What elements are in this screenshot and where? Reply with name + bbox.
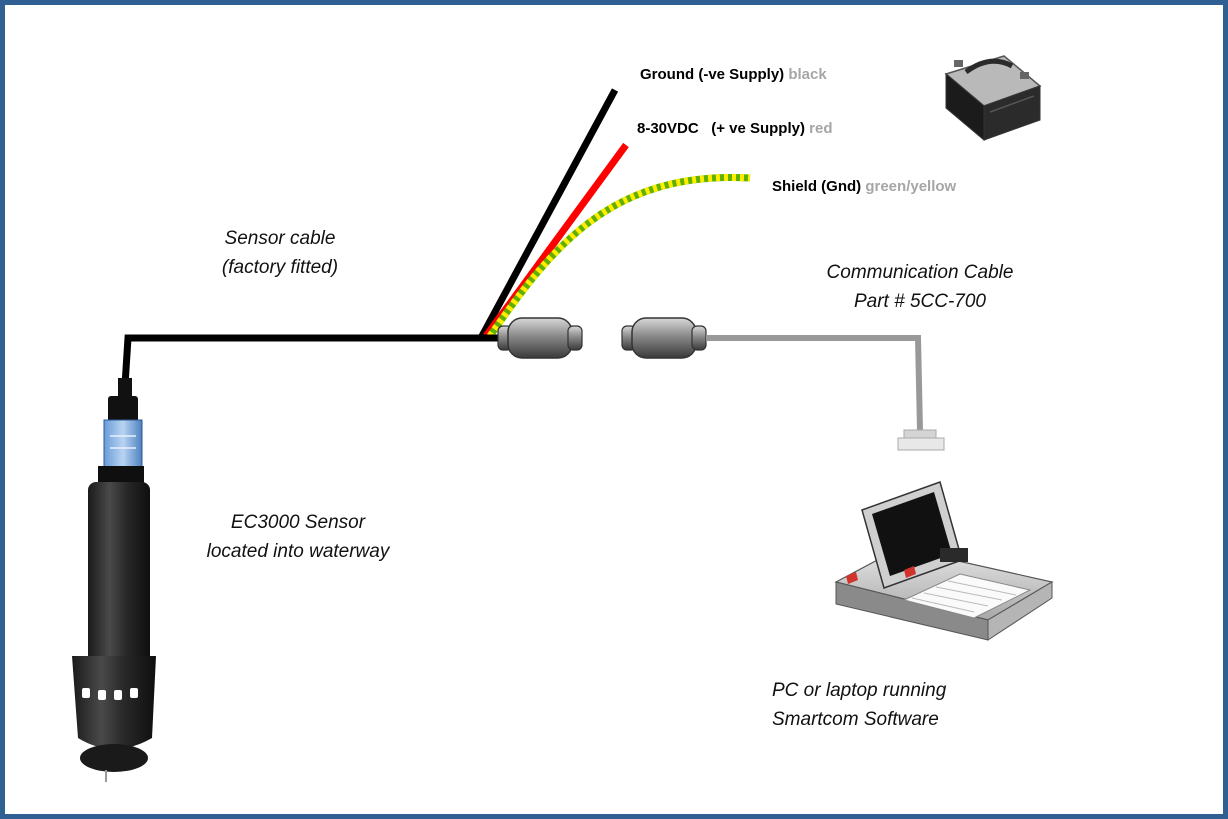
pc-line2: Smartcom Software [772,709,939,730]
sensor-line1: EC3000 Sensor [230,512,366,533]
ground-wire-label: Ground (-ve Supply) black [640,66,827,83]
sensor-cable-caption: Sensor cable (factory fitted) [190,224,370,282]
sensor-caption: EC3000 Sensor located into waterway [178,508,418,566]
comm-cable-caption: Communication Cable Part # 5CC-700 [800,258,1040,316]
connector-icon [497,317,583,359]
ground-wire [478,88,619,338]
comm-cable-line2: Part # 5CC-700 [853,291,986,312]
sensor-cable-line2: (factory fitted) [221,257,339,278]
sensor-cable [121,334,505,386]
shield-wire-color: green/yellow [865,178,957,195]
pc-caption: PC or laptop running Smartcom Software [772,676,1022,734]
communication-cable [706,335,923,431]
sensor-line2: located into waterway [206,541,390,562]
shield-wire-label: Shield (Gnd) green/yellow [772,178,956,195]
ground-wire-text: Ground (-ve Supply) [640,66,785,83]
supply-wire-label: 8-30VDC (+ ve Supply) red [637,120,832,137]
serial-plug-icon [897,429,945,451]
pc-line1: PC or laptop running [772,680,947,701]
comm-cable-line1: Communication Cable [826,262,1014,283]
sensor-cable-line1: Sensor cable [224,228,336,249]
shield-wire [487,173,751,339]
supply-wire-text: 8-30VDC (+ ve Supply) [637,120,805,137]
sensor-probe-icon [72,378,156,782]
battery-icon [944,55,1042,142]
connector-icon [621,317,707,359]
laptop-icon [834,481,1054,641]
shield-wire-text: Shield (Gnd) [772,178,862,195]
ground-wire-color: black [788,66,827,83]
supply-wire-color: red [809,120,833,137]
